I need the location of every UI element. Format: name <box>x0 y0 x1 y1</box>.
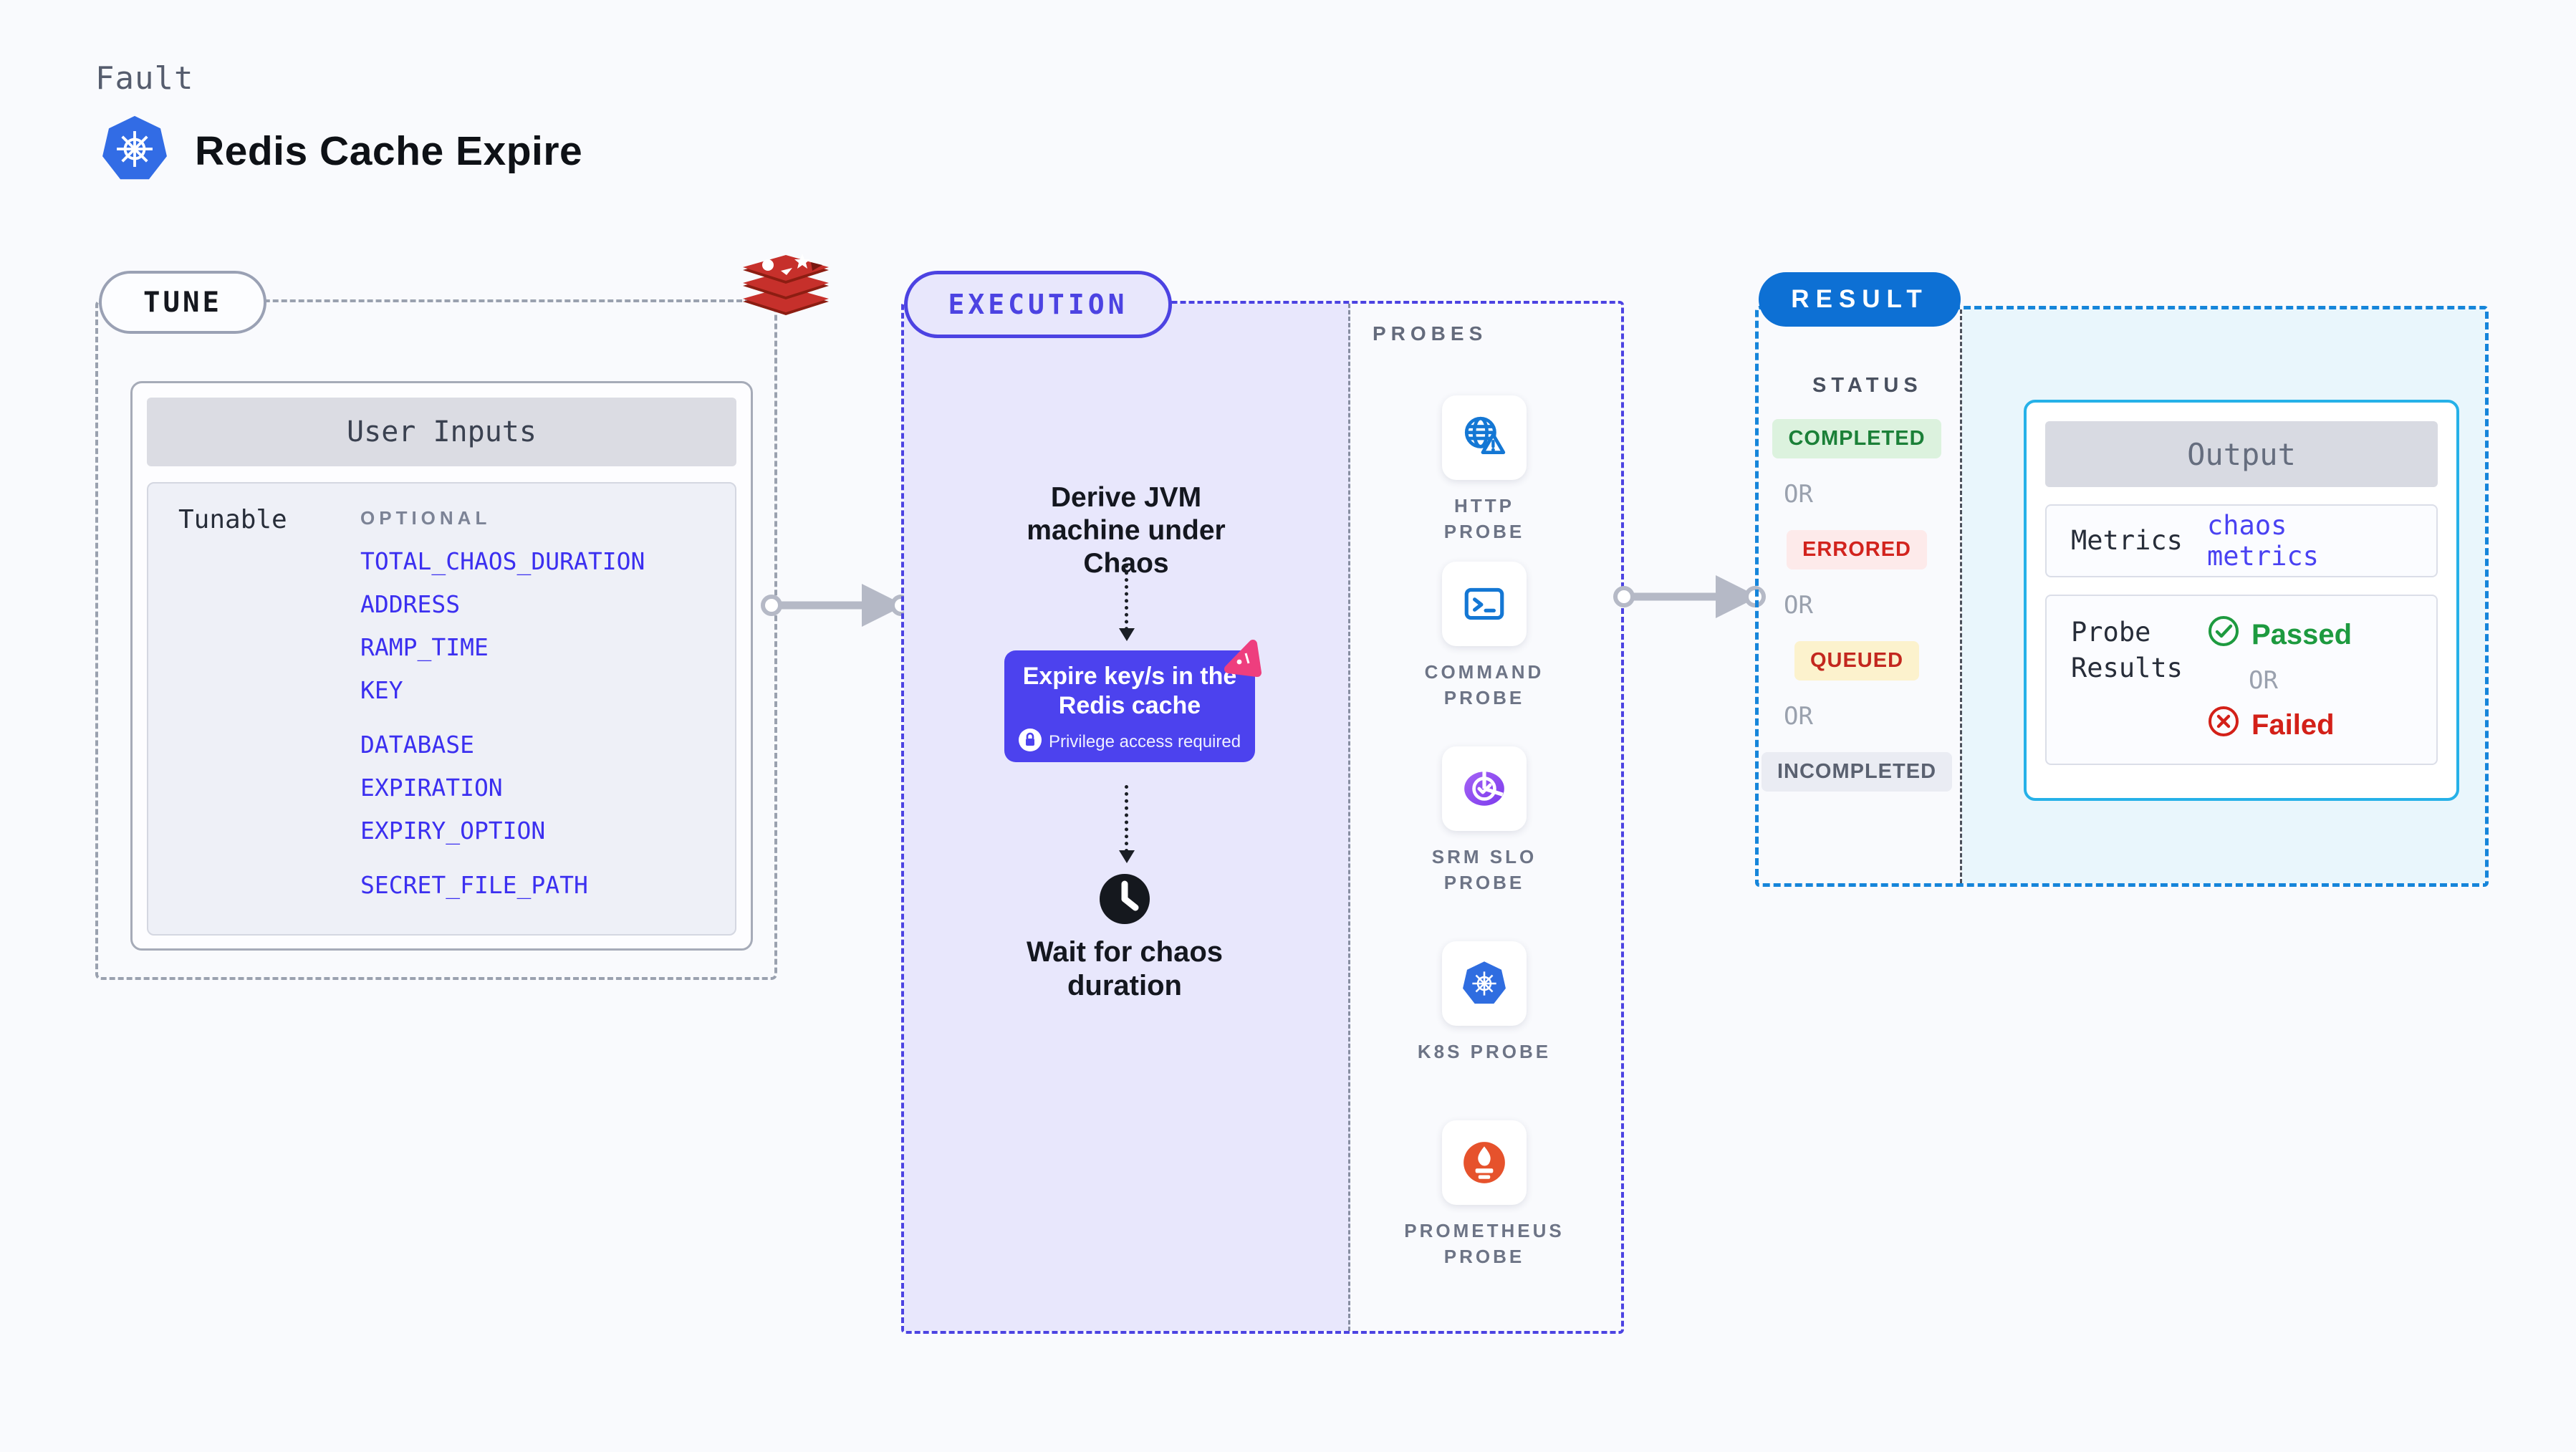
privilege-note: Privilege access required <box>1004 728 1255 756</box>
param-link[interactable]: RAMP_TIME <box>360 633 489 661</box>
optional-tag: OPTIONAL <box>360 507 491 529</box>
metrics-label: Metrics <box>2071 525 2183 557</box>
failed-line: Failed <box>2207 705 2352 745</box>
status-badge-completed: COMPLETED <box>1772 419 1941 458</box>
chaos-action-box: Expire key/s in the Redis cache Privileg… <box>1004 650 1255 762</box>
execution-to-result-arrow <box>1607 565 1772 632</box>
passed-line: Passed <box>2207 615 2352 655</box>
terminal-icon <box>1442 562 1527 646</box>
param-list: TOTAL_CHAOS_DURATION ADDRESS RAMP_TIME K… <box>360 539 645 906</box>
or-separator: OR <box>1784 702 1813 731</box>
status-badge-queued: QUEUED <box>1794 641 1920 681</box>
or-separator: OR <box>2249 666 2278 695</box>
status-options: COMPLETED OR ERRORED OR QUEUED OR INCOMP… <box>1761 419 1953 792</box>
tunable-panel: Tunable OPTIONAL TOTAL_CHAOS_DURATION AD… <box>147 482 736 936</box>
lock-icon <box>1018 728 1042 756</box>
user-inputs-card: User Inputs Tunable OPTIONAL TOTAL_CHAOS… <box>130 381 753 951</box>
probe-label: SRM SLO PROBE <box>1431 846 1537 894</box>
kubernetes-icon <box>100 115 169 187</box>
param-link[interactable]: DATABASE <box>360 730 474 759</box>
param-link[interactable]: SECRET_FILE_PATH <box>360 870 588 899</box>
kubernetes-icon <box>1442 941 1527 1026</box>
gauge-check-icon <box>1442 746 1527 831</box>
or-separator: OR <box>1784 591 1813 620</box>
clock-icon <box>1098 872 1151 929</box>
result-pill: RESULT <box>1759 272 1961 327</box>
chaos-action-title: Expire key/s in the Redis cache <box>1022 663 1237 720</box>
probe-results-row: Probe Results Passed OR <box>2045 595 2438 765</box>
tune-pill: TUNE <box>99 271 266 334</box>
user-inputs-header: User Inputs <box>147 398 736 466</box>
page-title: Redis Cache Expire <box>195 128 583 174</box>
x-circle-icon <box>2207 705 2240 745</box>
probe-item-command: COMMAND PROBE <box>1413 562 1556 711</box>
litmus-chaos-icon <box>1222 638 1264 683</box>
metrics-row: Metrics chaos metrics <box>2045 504 2438 577</box>
param-link[interactable]: ADDRESS <box>360 590 461 618</box>
probe-label: HTTP PROBE <box>1443 495 1525 543</box>
probe-item-k8s: K8S PROBE <box>1413 941 1556 1064</box>
status-title: STATUS <box>1812 374 1923 397</box>
status-area <box>1759 309 1962 883</box>
param-link[interactable]: KEY <box>360 675 403 704</box>
tune-section-box <box>95 299 777 980</box>
step-wait-text: Wait for chaos duration <box>1026 936 1224 1002</box>
tunable-label: Tunable <box>178 505 287 534</box>
probe-results-values: Passed OR Failed <box>2207 615 2352 745</box>
down-arrow-icon <box>1119 785 1135 863</box>
prometheus-icon <box>1442 1120 1527 1205</box>
probe-results-label: Probe Results <box>2071 617 2183 683</box>
down-arrow-icon <box>1119 557 1135 641</box>
status-badge-incompleted: INCOMPLETED <box>1761 752 1953 792</box>
metrics-value: chaos metrics <box>2207 510 2319 572</box>
output-card: Output Metrics chaos metrics Probe Resul… <box>2024 400 2459 801</box>
probes-title: PROBES <box>1373 322 1488 345</box>
probe-label: COMMAND PROBE <box>1424 661 1544 709</box>
output-header: Output <box>2045 421 2438 487</box>
probe-item-srm-slo: SRM SLO PROBE <box>1413 746 1556 896</box>
param-link[interactable]: EXPIRATION <box>360 773 503 802</box>
param-link[interactable]: TOTAL_CHAOS_DURATION <box>360 547 645 575</box>
tune-to-execution-arrow <box>754 574 918 640</box>
check-circle-icon <box>2207 615 2240 655</box>
globe-alert-icon <box>1442 395 1527 480</box>
or-separator: OR <box>1784 480 1813 509</box>
title-row: Redis Cache Expire <box>100 115 582 187</box>
probe-label: K8S PROBE <box>1417 1041 1552 1062</box>
execution-pill: EXECUTION <box>904 271 1172 338</box>
param-link[interactable]: EXPIRY_OPTION <box>360 816 546 845</box>
probe-item-http: HTTP PROBE <box>1413 395 1556 545</box>
redis-icon <box>739 252 832 343</box>
fault-kicker: Fault <box>95 60 194 97</box>
probe-label: PROMETHEUS PROBE <box>1404 1220 1565 1268</box>
probe-item-prometheus: PROMETHEUS PROBE <box>1404 1120 1562 1270</box>
status-badge-errored: ERRORED <box>1786 530 1927 569</box>
